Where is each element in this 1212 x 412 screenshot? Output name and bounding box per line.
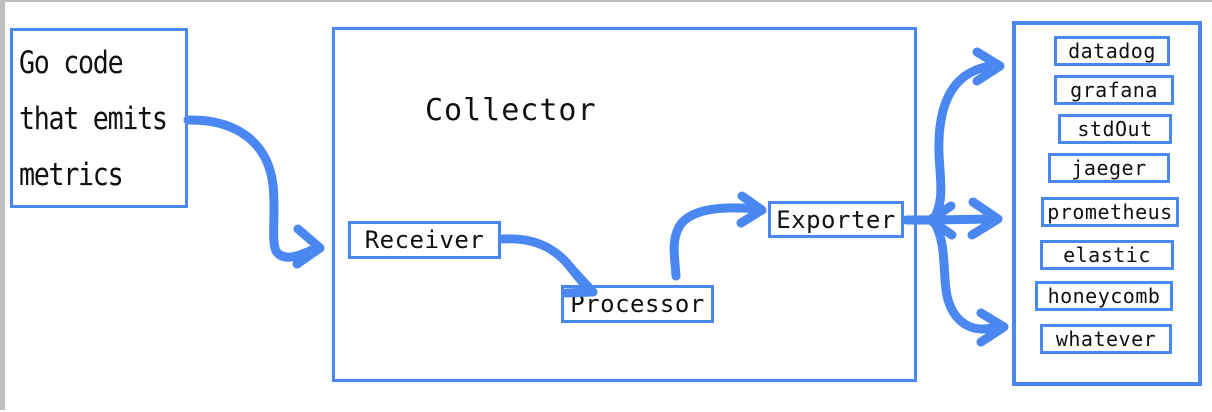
destination-label: prometheus: [1047, 200, 1173, 224]
destination-label: grafana: [1070, 78, 1158, 102]
destination-whatever: whatever: [1040, 324, 1172, 354]
destination-label: elastic: [1063, 243, 1151, 267]
destination-stdOut: stdOut: [1058, 114, 1172, 144]
exporter-box: Exporter: [768, 201, 904, 238]
destination-label: honeycomb: [1047, 284, 1161, 308]
destination-label: jaeger: [1071, 156, 1147, 180]
source-to-receiver-arrow: [183, 115, 325, 269]
destination-honeycomb: honeycomb: [1035, 281, 1173, 311]
destination-prometheus: prometheus: [1041, 197, 1179, 227]
collector-title: Collector: [425, 93, 597, 128]
destination-elastic: elastic: [1040, 240, 1174, 270]
destination-grafana: grafana: [1054, 75, 1174, 105]
processor-box: Processor: [561, 285, 714, 323]
destination-label: stdOut: [1077, 117, 1153, 141]
source-line-3: metrics: [19, 157, 124, 193]
source-line-2: that emits: [19, 101, 168, 137]
destination-label: datadog: [1068, 39, 1156, 63]
processor-label: Processor: [570, 290, 705, 318]
destinations-container: datadog grafana stdOut jaeger prometheus elas…: [1012, 21, 1202, 386]
receiver-box: Receiver: [348, 221, 501, 259]
exporter-label: Exporter: [776, 205, 896, 234]
exporter-fanout: [901, 47, 1009, 347]
destination-jaeger: jaeger: [1048, 153, 1170, 183]
source-line-1: Go code: [19, 45, 124, 81]
destination-label: whatever: [1055, 327, 1157, 351]
destination-datadog: datadog: [1054, 36, 1170, 66]
receiver-label: Receiver: [364, 226, 485, 254]
go-code-source-box: Go code that emits metrics: [10, 28, 188, 208]
